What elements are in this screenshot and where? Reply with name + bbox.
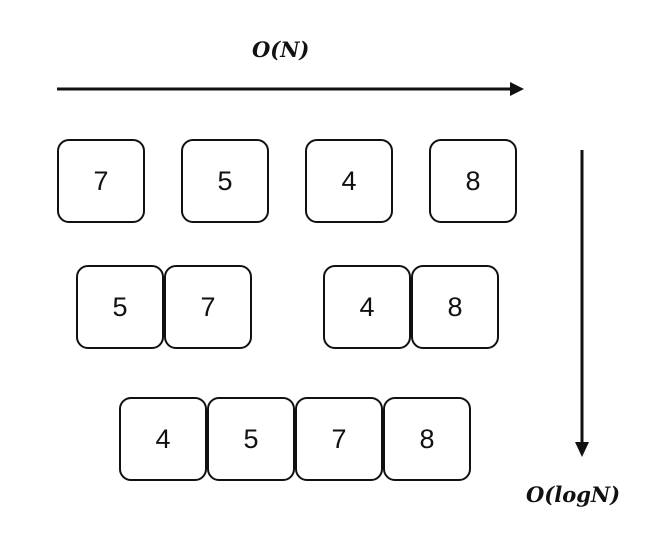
vertical-arrow [575,150,589,457]
number-box: 8 [383,397,471,481]
number-box: 4 [305,139,393,223]
number-box: 5 [181,139,269,223]
level-0-group-3: 4 [305,139,393,223]
level-1-group-1: 5 7 [76,265,252,349]
number-box: 8 [411,265,499,349]
number-box: 4 [119,397,207,481]
vertical-complexity-label: O(logN) [526,482,621,507]
number-box: 7 [295,397,383,481]
number-box: 4 [323,265,411,349]
number-box: 5 [76,265,164,349]
horizontal-arrow [57,82,524,96]
number-box: 8 [429,139,517,223]
level-0-group-2: 5 [181,139,269,223]
number-box: 7 [164,265,252,349]
level-0-group-1: 7 [57,139,145,223]
level-0-group-4: 8 [429,139,517,223]
number-box: 5 [207,397,295,481]
level-1-group-2: 4 8 [323,265,499,349]
number-box: 7 [57,139,145,223]
horizontal-complexity-label: O(N) [252,37,310,62]
level-2-group-1: 4 5 7 8 [119,397,471,481]
